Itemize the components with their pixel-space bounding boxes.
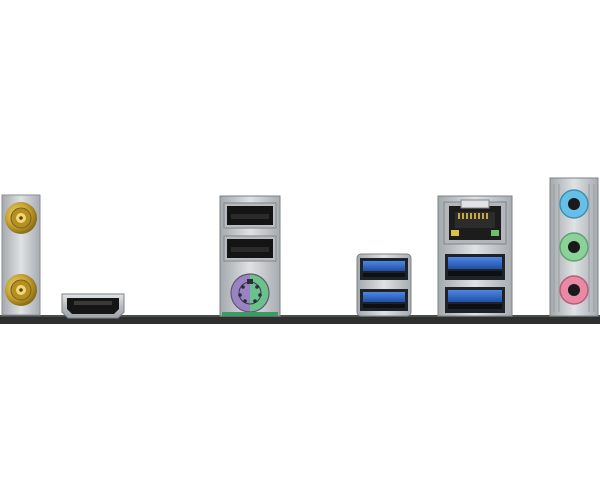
rj45-icon[interactable] [443,199,507,245]
usb-icon[interactable] [223,235,277,262]
usb2-ps2-stack [219,195,281,317]
usb-icon[interactable] [445,254,505,280]
audio-jack-icon[interactable] [559,232,589,262]
sma-antenna-icon[interactable] [5,202,37,234]
hdmi-icon[interactable] [61,293,125,319]
pcb-edge-highlight [0,315,600,317]
usb-icon[interactable] [445,287,505,313]
wifi-antenna-bracket [1,194,41,316]
audio-jack-icon[interactable] [559,189,589,219]
usb-icon[interactable] [223,202,277,229]
usb-icon[interactable] [360,289,408,311]
lan-usb3-stack [437,195,513,317]
pcb-edge [0,315,600,324]
audio-stack [549,177,599,317]
usb3-stack [356,253,412,317]
audio-jack-icon[interactable] [559,275,589,305]
sma-antenna-icon[interactable] [5,274,37,306]
usb-icon[interactable] [360,258,408,280]
ps2-icon[interactable] [230,273,270,313]
